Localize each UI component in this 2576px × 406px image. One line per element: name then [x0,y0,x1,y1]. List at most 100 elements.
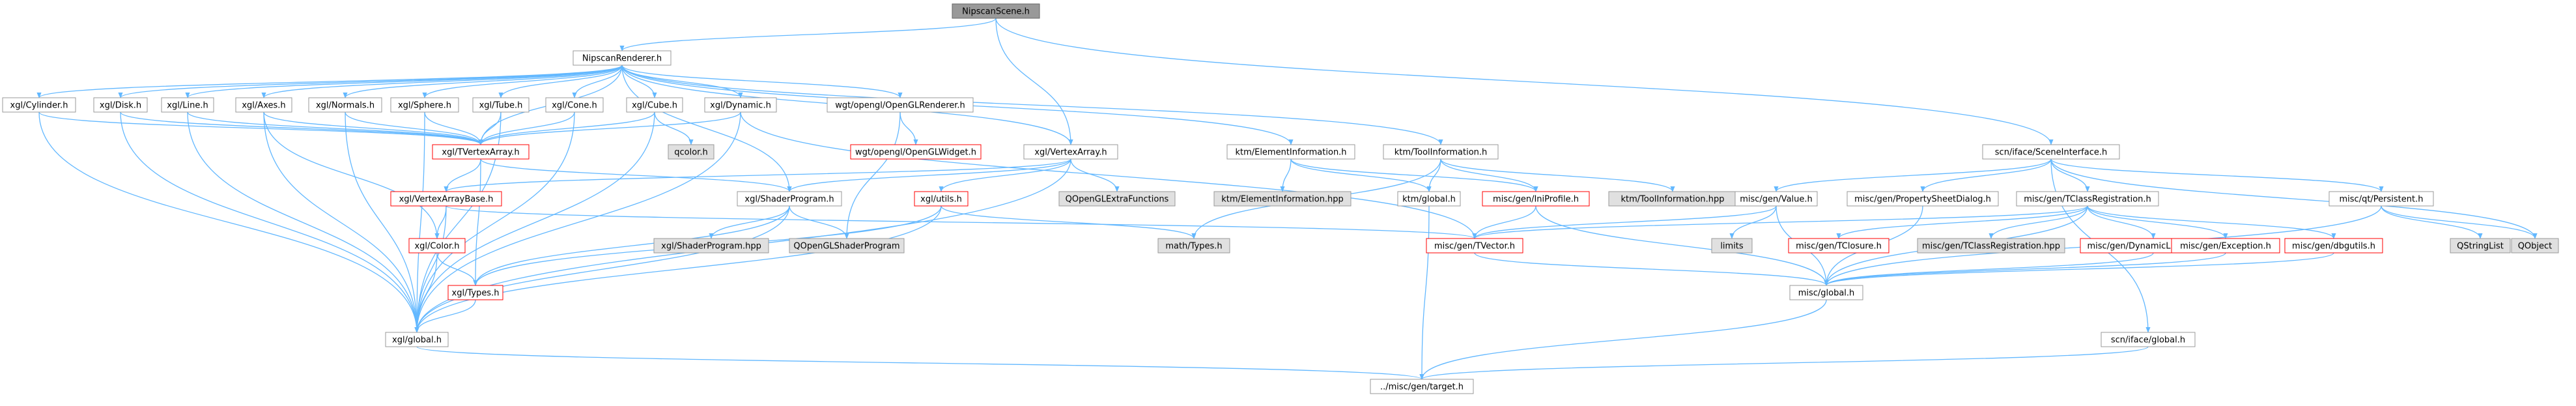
node-box [1847,191,1999,207]
node-ktm-toolinformation-h[interactable]: ktm/ToolInformation.h [1383,144,1499,160]
node-box [737,191,842,207]
edge-normals-to-xglglobal [345,111,419,333]
node-misc-gen-tvector-h[interactable]: misc/gen/TVector.h [1426,238,1523,254]
edge-dynlibinfo-to-miscglobal [1824,252,2154,286]
edge-dbgutils-to-miscglobal [1824,252,2334,286]
node-qopenglextrafunctions[interactable]: QOpenGLExtraFunctions [1058,191,1176,207]
node-xgl-cube-h[interactable]: xgl/Cube.h [626,97,683,113]
node-box [914,191,969,207]
node-label: QStringList [2457,242,2504,252]
node-misc-gen-target-h[interactable]: ../misc/gen/target.h [1370,379,1474,394]
node-xgl-line-h[interactable]: xgl/Line.h [161,97,214,113]
node-xgl-global-h[interactable]: xgl/global.h [385,332,449,347]
node-nipscanrenderer-h[interactable]: NipscanRenderer.h [573,50,672,66]
node-xgl-cylinder-h[interactable]: xgl/Cylinder.h [2,97,76,113]
node-xgl-sphere-h[interactable]: xgl/Sphere.h [390,97,459,113]
edge-tclassreg-to-tclosure [1836,205,2088,239]
node-box [447,285,503,300]
node-xgl-cone-h[interactable]: xgl/Cone.h [545,97,604,113]
node-box [385,332,449,347]
node-xgl-dynamic-h[interactable]: xgl/Dynamic.h [704,97,777,113]
node-xgl-vertexarraybase-h[interactable]: xgl/VertexArrayBase.h [390,191,502,207]
edge-elementinfo-to-elementinfohpp [1280,158,1292,192]
node-misc-qt-persistent-h[interactable]: misc/qt/Persistent.h [2328,191,2434,207]
node-label: ktm/global.h [1402,195,1456,205]
node-misc-gen-iniprofile-h[interactable]: misc/gen/IniProfile.h [1482,191,1590,207]
node-xgl-tvertexarray-h[interactable]: xgl/TVertexArray.h [432,144,530,160]
node-xgl-axes-h[interactable]: xgl/Axes.h [235,97,292,113]
edge-cube-to-xglglobal [414,111,655,333]
node-label: xgl/Sphere.h [398,101,451,111]
node-qopenglshaderprogram[interactable]: QOpenGLShaderProgram [789,238,905,254]
node-label: misc/gen/Value.h [1740,195,1813,205]
edge-persistent-to-qstringlist [2381,205,2483,239]
node-label: xgl/ShaderProgram.h [744,195,834,205]
edge-cube-to-tvertexarray [478,111,655,145]
node-xgl-shaderprogram-hpp[interactable]: xgl/ShaderProgram.hpp [653,238,769,254]
node-misc-gen-exception-h[interactable]: misc/gen/Exception.h [2171,238,2280,254]
node-box [1383,144,1499,160]
node-ktm-elementinformation-hpp[interactable]: ktm/ElementInformation.hpp [1213,191,1352,207]
edge-tclassreg-to-dbgutils [2087,205,2336,239]
node-qcolor-h[interactable]: qcolor.h [668,144,715,160]
node-xgl-vertexarray-h[interactable]: xgl/VertexArray.h [1023,144,1118,160]
node-box [1734,191,1818,207]
node-math-types-h[interactable]: math/Types.h [1157,238,1230,254]
node-misc-gen-tclosure-h[interactable]: misc/gen/TClosure.h [1788,238,1890,254]
node-xgl-color-h[interactable]: xgl/Color.h [408,238,466,254]
node-label: xgl/Line.h [167,101,208,111]
node-qstringlist[interactable]: QStringList [2450,238,2511,254]
node-xgl-types-h[interactable]: xgl/Types.h [447,285,503,300]
node-wgt-opengl-openglrenderer-h[interactable]: wgt/opengl/OpenGLRenderer.h [827,97,974,113]
node-label: ktm/ToolInformation.h [1394,148,1488,158]
node-label: xgl/Tube.h [479,101,523,111]
node-box [1023,144,1118,160]
node-ktm-toolinformation-hpp[interactable]: ktm/ToolInformation.hpp [1608,191,1737,207]
edge-genvalue-to-limits [1729,205,1777,239]
edge-nipscanrenderer-to-cone [572,65,623,98]
node-scn-iface-global-h[interactable]: scn/iface/global.h [2101,332,2196,347]
node-label: xgl/global.h [392,336,442,345]
edge-ktmglobal-to-target [1419,205,1430,380]
node-scn-iface-sceneinterface-h[interactable]: scn/iface/SceneInterface.h [1982,144,2120,160]
node-box [2171,238,2280,254]
edge-persistent-to-qobject [2381,205,2538,239]
node-ktm-global-h[interactable]: ktm/global.h [1397,191,1461,207]
edge-vertexarray-to-vertexarraybase [444,158,1071,192]
node-misc-gen-tclassregistration-hpp[interactable]: misc/gen/TClassRegistration.hpp [1917,238,2065,254]
node-xgl-normals-h[interactable]: xgl/Normals.h [308,97,382,113]
node-label: misc/gen/IniProfile.h [1493,195,1579,205]
node-misc-gen-propertysheetdialog-h[interactable]: misc/gen/PropertySheetDialog.h [1847,191,1999,207]
node-xgl-tube-h[interactable]: xgl/Tube.h [472,97,530,113]
node-label: ktm/ToolInformation.hpp [1621,195,1724,205]
edge-color-to-xglglobal [414,252,438,333]
node-misc-global-h[interactable]: misc/global.h [1789,285,1863,300]
edge-vertexarraybase-to-tvector [446,205,1477,239]
edge-nipscanrenderer-to-tube [498,65,623,98]
node-xgl-shaderprogram-h[interactable]: xgl/ShaderProgram.h [737,191,842,207]
node-nipscanscene-h[interactable]: NipscanScene.h [952,3,1040,19]
node-misc-gen-dbgutils-h[interactable]: misc/gen/dbgutils.h [2284,238,2383,254]
edge-cone-to-tvertexarray [478,111,575,145]
node-box [235,97,292,113]
node-label: wgt/opengl/OpenGLWidget.h [855,148,976,158]
edge-disk-to-xglglobal [120,111,419,333]
node-qobject[interactable]: QObject [2511,238,2559,254]
edge-nipscanrenderer-to-dynamic [621,65,743,98]
node-box [1917,238,2065,254]
node-box [2016,191,2159,207]
node-xgl-disk-h[interactable]: xgl/Disk.h [93,97,148,113]
node-misc-gen-value-h[interactable]: misc/gen/Value.h [1734,191,1818,207]
edge-nipscanrenderer-to-openglrenderer [621,65,903,98]
node-misc-gen-tclassregistration-h[interactable]: misc/gen/TClassRegistration.h [2016,191,2159,207]
node-label: misc/gen/TClosure.h [1796,242,1882,252]
edge-toolinfo-to-inprofile [1440,158,1538,192]
node-label: xgl/Types.h [452,289,500,298]
node-box [1788,238,1890,254]
node-wgt-opengl-openglwidget-h[interactable]: wgt/opengl/OpenGLWidget.h [850,144,982,160]
node-box [545,97,604,113]
node-xgl-utils-h[interactable]: xgl/utils.h [914,191,969,207]
edge-utils-to-xglglobal [414,205,942,333]
node-ktm-elementinformation-h[interactable]: ktm/ElementInformation.h [1226,144,1355,160]
node-limits[interactable]: limits [1711,238,1753,254]
